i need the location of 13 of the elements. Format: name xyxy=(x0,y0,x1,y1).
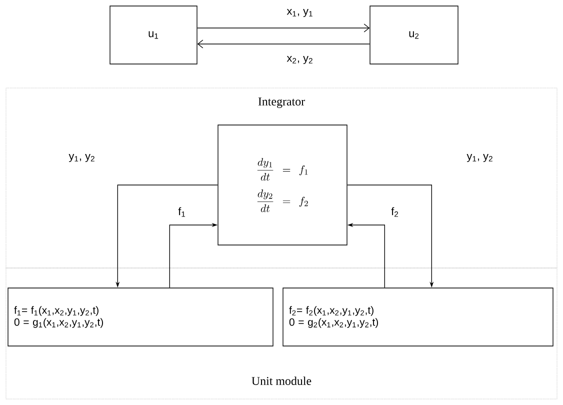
edge-label: y$_{1}$, y$_{2}$ xyxy=(466,152,494,164)
edge-label: x$_{1}$, y$_{1}$ xyxy=(286,8,314,18)
edge-label: f$_{1}$ xyxy=(177,206,187,218)
edge-label: f$_{2}$ xyxy=(390,206,400,218)
unit-box: u$_{2}$ xyxy=(370,6,458,64)
arrow xyxy=(197,40,370,48)
unit-box: u$_{1}$ xyxy=(110,6,198,64)
equation-box: f$_{2}$= f$_{2}$(x$_{1}$,x$_{2}$,y$_{1}$,y$_{2}$,t) 0 = g$_{2}$(x$_{1}$,x$_{2}$,y$_{1}$,y$_{2}$,t) xyxy=(282,288,554,346)
equation-box: f$_{1}$= f$_{1}$(x$_{1}$,x$_{2}$,y$_{1}$,y$_{2}$,t) 0 = g$_{1}$(x$_{1}$,x$_{2}$,y$_{1}$,y$_{2}$,t) xyxy=(8,288,274,346)
arrow xyxy=(197,24,370,32)
integrator-box: $\frac{dy_1}{dt} = f_1$ $\frac{dy_2}{dt} = f_2$ xyxy=(218,124,348,246)
edge-label: x$_{2}$, y$_{2}$ xyxy=(286,54,314,66)
edge-label: y$_{1}$, y$_{2}$ xyxy=(68,152,96,164)
